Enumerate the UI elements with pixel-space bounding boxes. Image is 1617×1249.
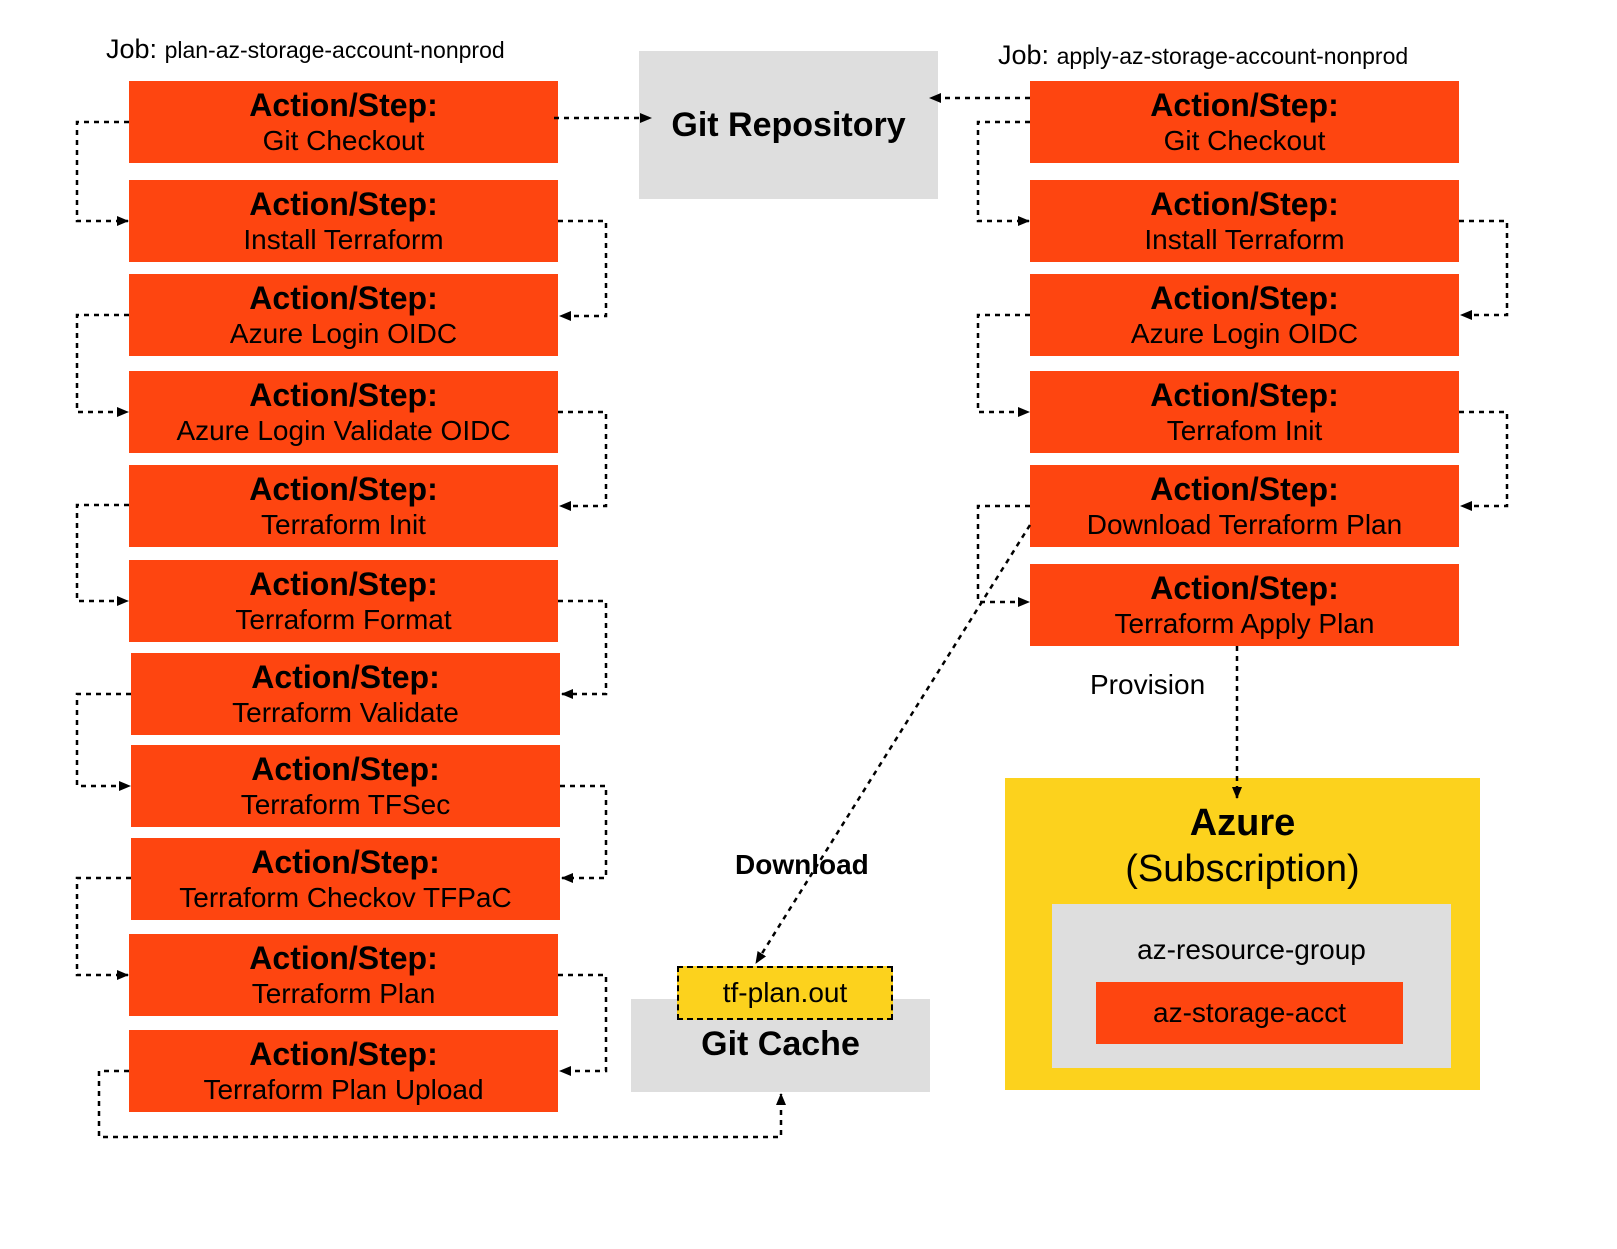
plan-arrow-6-7 — [558, 599, 608, 699]
step-name: Azure Login OIDC — [229, 318, 458, 350]
step-keyword: Action/Step: — [1150, 376, 1339, 413]
apply-job-prefix: Job: — [998, 40, 1050, 70]
step-keyword: Action/Step: — [249, 939, 438, 976]
plan-arrow-5-6 — [75, 503, 129, 606]
plan-step-terraform-validate: Action/Step: Terraform Validate — [131, 653, 560, 735]
plan-step-terraform-plan: Action/Step: Terraform Plan — [129, 934, 558, 1016]
step-keyword: Action/Step: — [1150, 185, 1339, 222]
step-keyword: Action/Step: — [1150, 470, 1339, 507]
plan-upload-to-cache-arrow — [97, 1069, 786, 1139]
step-name: Git Checkout — [1163, 125, 1326, 157]
plan-arrow-9-10 — [75, 876, 131, 980]
azure-subtitle: (Subscription) — [1125, 848, 1360, 890]
step-name: Install Terraform — [1144, 224, 1345, 256]
step-name: Terraform Plan — [251, 978, 436, 1010]
plan-step-terraform-checkov: Action/Step: Terraform Checkov TFPaC — [131, 838, 560, 920]
download-edge-label: Download — [735, 849, 869, 880]
tf-plan-artifact: tf-plan.out — [677, 966, 893, 1020]
apply-job-label: Job: apply-az-storage-account-nonprod — [998, 40, 1408, 71]
storage-account-node: az-storage-acct — [1096, 982, 1403, 1044]
git-repository-node: Git Repository — [639, 51, 938, 199]
apply-arrow-2-3 — [1459, 219, 1509, 320]
step-name: Azure Login OIDC — [1130, 318, 1359, 350]
apply-job-name: apply-az-storage-account-nonprod — [1056, 43, 1409, 69]
apply-step-download-terraform-plan: Action/Step: Download Terraform Plan — [1030, 465, 1459, 547]
step-keyword: Action/Step: — [249, 470, 438, 507]
step-keyword: Action/Step: — [249, 185, 438, 222]
plan-arrow-3-4 — [75, 313, 129, 417]
resource-group-node: az-resource-group az-storage-acct — [1052, 904, 1451, 1068]
resource-group-label: az-resource-group — [1137, 934, 1366, 965]
step-name: Terraform Checkov TFPaC — [179, 882, 512, 914]
step-name: Azure Login Validate OIDC — [176, 415, 511, 447]
plan-step-terraform-tfsec: Action/Step: Terraform TFSec — [131, 745, 560, 827]
apply-step-install-terraform: Action/Step: Install Terraform — [1030, 180, 1459, 262]
git-cache-label: Git Cache — [701, 1025, 860, 1063]
apply-step-git-checkout: Action/Step: Git Checkout — [1030, 81, 1459, 163]
step-keyword: Action/Step: — [249, 86, 438, 123]
step-keyword: Action/Step: — [1150, 86, 1339, 123]
step-name: Download Terraform Plan — [1086, 509, 1403, 541]
plan-job-label: Job: plan-az-storage-account-nonprod — [106, 34, 505, 65]
step-keyword: Action/Step: — [249, 1035, 438, 1072]
plan-arrow-2-3 — [558, 219, 608, 321]
step-keyword: Action/Step: — [251, 658, 440, 695]
step-name: Terraform Init — [261, 509, 426, 541]
step-keyword: Action/Step: — [1150, 279, 1339, 316]
plan-arrow-8-9 — [560, 784, 608, 883]
plan-arrow-1-2 — [75, 120, 129, 226]
plan-arrow-7-8 — [75, 692, 131, 791]
plan-step-terraform-format: Action/Step: Terraform Format — [129, 560, 558, 642]
apply-arrow-4-5 — [1459, 410, 1509, 511]
step-keyword: Action/Step: — [251, 843, 440, 880]
download-plan-arrow — [754, 524, 1032, 964]
plan-step-git-checkout: Action/Step: Git Checkout — [129, 81, 558, 163]
plan-arrow-4-5 — [558, 410, 608, 511]
plan-step-install-terraform: Action/Step: Install Terraform — [129, 180, 558, 262]
step-keyword: Action/Step: — [251, 750, 440, 787]
step-name: Terraform TFSec — [240, 789, 451, 821]
apply-step-terraform-init: Action/Step: Terrafom Init — [1030, 371, 1459, 453]
step-name: Terraform Plan Upload — [203, 1074, 484, 1106]
plan-step-terraform-plan-upload: Action/Step: Terraform Plan Upload — [129, 1030, 558, 1112]
step-keyword: Action/Step: — [249, 565, 438, 602]
apply-step-azure-login-oidc: Action/Step: Azure Login OIDC — [1030, 274, 1459, 356]
step-keyword: Action/Step: — [1150, 569, 1339, 606]
plan-job-name: plan-az-storage-account-nonprod — [164, 37, 505, 63]
plan-step-terraform-init: Action/Step: Terraform Init — [129, 465, 558, 547]
storage-account-label: az-storage-acct — [1153, 997, 1346, 1028]
step-keyword: Action/Step: — [249, 279, 438, 316]
apply-step-terraform-apply-plan: Action/Step: Terraform Apply Plan — [1030, 564, 1459, 646]
provision-edge-label: Provision — [1090, 669, 1206, 700]
plan-step-azure-login-validate-oidc: Action/Step: Azure Login Validate OIDC — [129, 371, 558, 453]
tf-plan-artifact-label: tf-plan.out — [722, 977, 848, 1008]
git-repository-label: Git Repository — [671, 105, 906, 144]
apply-arrow-5-6 — [976, 504, 1030, 607]
azure-subscription-node: Azure (Subscription) az-resource-group a… — [1005, 778, 1480, 1090]
apply-arrow-1-2 — [976, 120, 1030, 226]
step-name: Terraform Format — [235, 604, 452, 636]
step-name: Git Checkout — [262, 125, 425, 157]
step-name: Terraform Validate — [232, 697, 459, 729]
step-name: Terrafom Init — [1166, 415, 1323, 447]
plan-job-prefix: Job: — [106, 34, 158, 64]
apply-arrow-3-4 — [976, 313, 1030, 417]
step-name: Install Terraform — [243, 224, 444, 256]
azure-title: Azure — [1189, 802, 1296, 844]
step-name: Terraform Apply Plan — [1114, 608, 1375, 640]
plan-arrow-10-11 — [558, 973, 608, 1076]
step-keyword: Action/Step: — [249, 376, 438, 413]
plan-step-azure-login-oidc: Action/Step: Azure Login OIDC — [129, 274, 558, 356]
